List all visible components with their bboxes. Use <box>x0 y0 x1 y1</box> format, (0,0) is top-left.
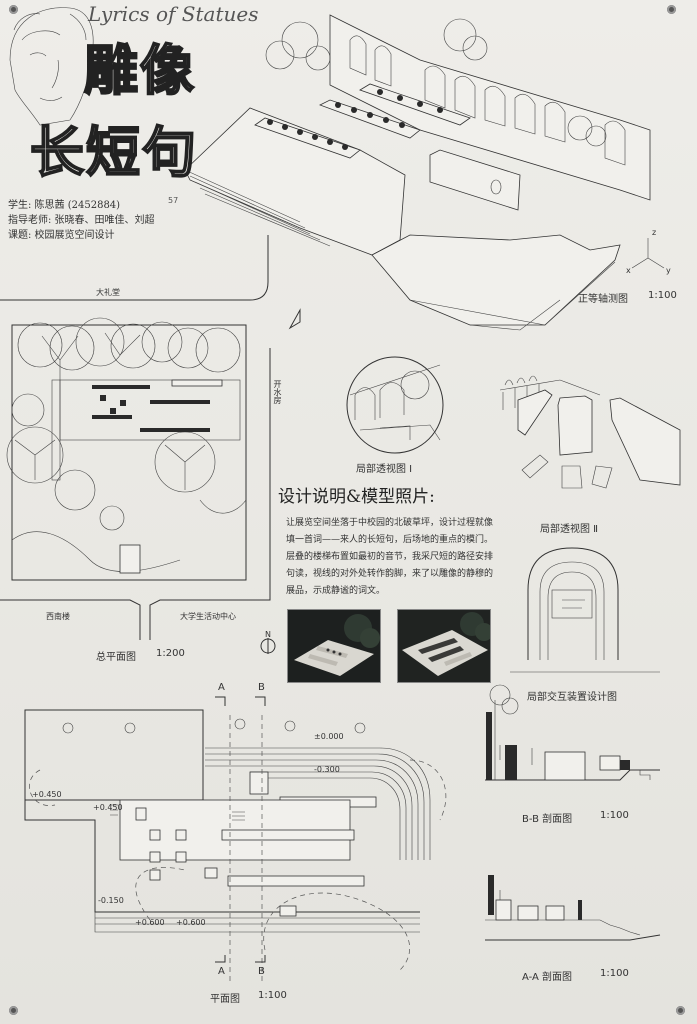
title-line2: 长短句 <box>29 120 198 185</box>
detail2-caption: 局部透视图 Ⅱ <box>540 524 599 535</box>
road-label-bottom-left: 西南楼 <box>46 612 70 621</box>
grade-mark: 57 <box>168 196 179 205</box>
credit-advisors: 指导老师: 张晓春、田唯佳、刘超 <box>8 215 155 226</box>
cut-b-top: B <box>258 682 265 693</box>
interactive-door-drawing <box>510 547 660 673</box>
section-bb-scale: 1:100 <box>600 810 629 821</box>
cut-a-bottom: A <box>218 966 225 977</box>
road-label-top: 大礼堂 <box>96 288 120 297</box>
level-mark-5: -0.150 <box>98 896 124 905</box>
description-text: 让展览空间坐落于中校园的北破草坪，设计过程就像填一首词——来人的长短句，后场地的… <box>286 518 494 596</box>
plan-caption: 平面图 <box>210 994 240 1005</box>
level-mark-7: +0.600 <box>176 918 206 927</box>
model-photo-2 <box>397 609 491 683</box>
credit-course: 课题: 校园展览空间设计 <box>8 230 115 241</box>
pin-top-right <box>667 5 676 14</box>
title-line1: 雕像 <box>83 38 196 103</box>
section-aa-scale: 1:100 <box>600 968 629 979</box>
pin-bottom-right <box>676 1006 685 1015</box>
pin-top-left <box>9 5 18 14</box>
level-mark-4: +0.450 <box>93 803 123 812</box>
site-plan-drawing <box>6 317 247 581</box>
north-label: N <box>265 630 271 639</box>
axis-y-label: y <box>666 266 671 275</box>
floor-plan-drawing <box>24 696 447 985</box>
description-heading: 设计说明&模型照片: <box>278 487 435 507</box>
cut-b-bottom: B <box>258 966 265 977</box>
site-roads <box>0 235 301 640</box>
plan-scale: 1:100 <box>258 990 287 1001</box>
axis-z-label: z <box>652 228 657 237</box>
section-bb-caption: B-B 剖面图 <box>522 814 573 825</box>
cut-a-top: A <box>218 682 225 693</box>
section-bb-drawing <box>485 684 660 781</box>
level-mark-3: +0.450 <box>32 790 62 799</box>
level-mark-1: ±0.000 <box>314 732 344 741</box>
level-mark-6: +0.600 <box>135 918 165 927</box>
site-plan-caption: 总平面图 <box>96 652 136 663</box>
detail2-drawing <box>499 375 681 489</box>
axonometric-drawing <box>184 14 665 331</box>
road-label-right: 开水房 <box>273 380 282 404</box>
north-arrow-drawing <box>260 638 276 654</box>
interactive-caption: 局部交互装置设计图 <box>527 692 617 703</box>
detail1-drawing <box>346 356 444 454</box>
site-plan-scale: 1:200 <box>156 648 185 659</box>
axis-x-label: x <box>626 266 631 275</box>
axonometric-caption: 正等轴测图 <box>578 294 628 305</box>
section-aa-caption: A-A 剖面图 <box>522 972 573 983</box>
level-mark-2: -0.300 <box>314 765 340 774</box>
pin-bottom-left <box>9 1006 18 1015</box>
detail1-caption: 局部透视图 Ⅰ <box>356 464 413 475</box>
road-label-bottom-right: 大学生活动中心 <box>180 612 236 621</box>
axonometric-scale: 1:100 <box>648 290 677 301</box>
section-aa-drawing <box>485 875 661 941</box>
statue-head-sketch <box>9 7 94 126</box>
credit-student: 学生: 陈思茜 (2452884) <box>8 200 121 211</box>
model-photo-1 <box>287 609 381 683</box>
english-title: Lyrics of Statues <box>88 2 259 26</box>
